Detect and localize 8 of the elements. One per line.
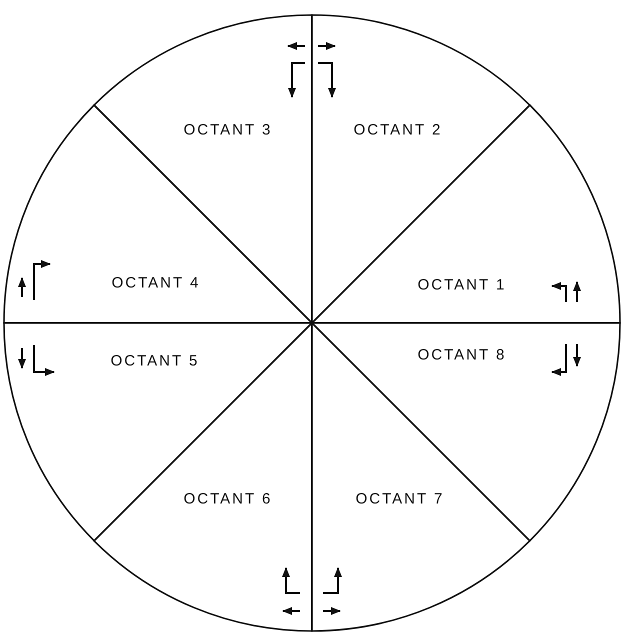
octant-label: OCTANT 6 [184, 490, 272, 508]
octant-label: OCTANT 4 [112, 274, 200, 292]
octant-label: OCTANT 7 [356, 490, 444, 508]
octant-label: OCTANT 2 [354, 122, 442, 138]
octant-label: OCTANT 8 [418, 346, 506, 364]
octant-label: OCTANT 1 [418, 276, 506, 294]
octant-label: OCTANT 5 [110, 352, 200, 370]
octant-label: OCTANT 3 [184, 122, 272, 138]
